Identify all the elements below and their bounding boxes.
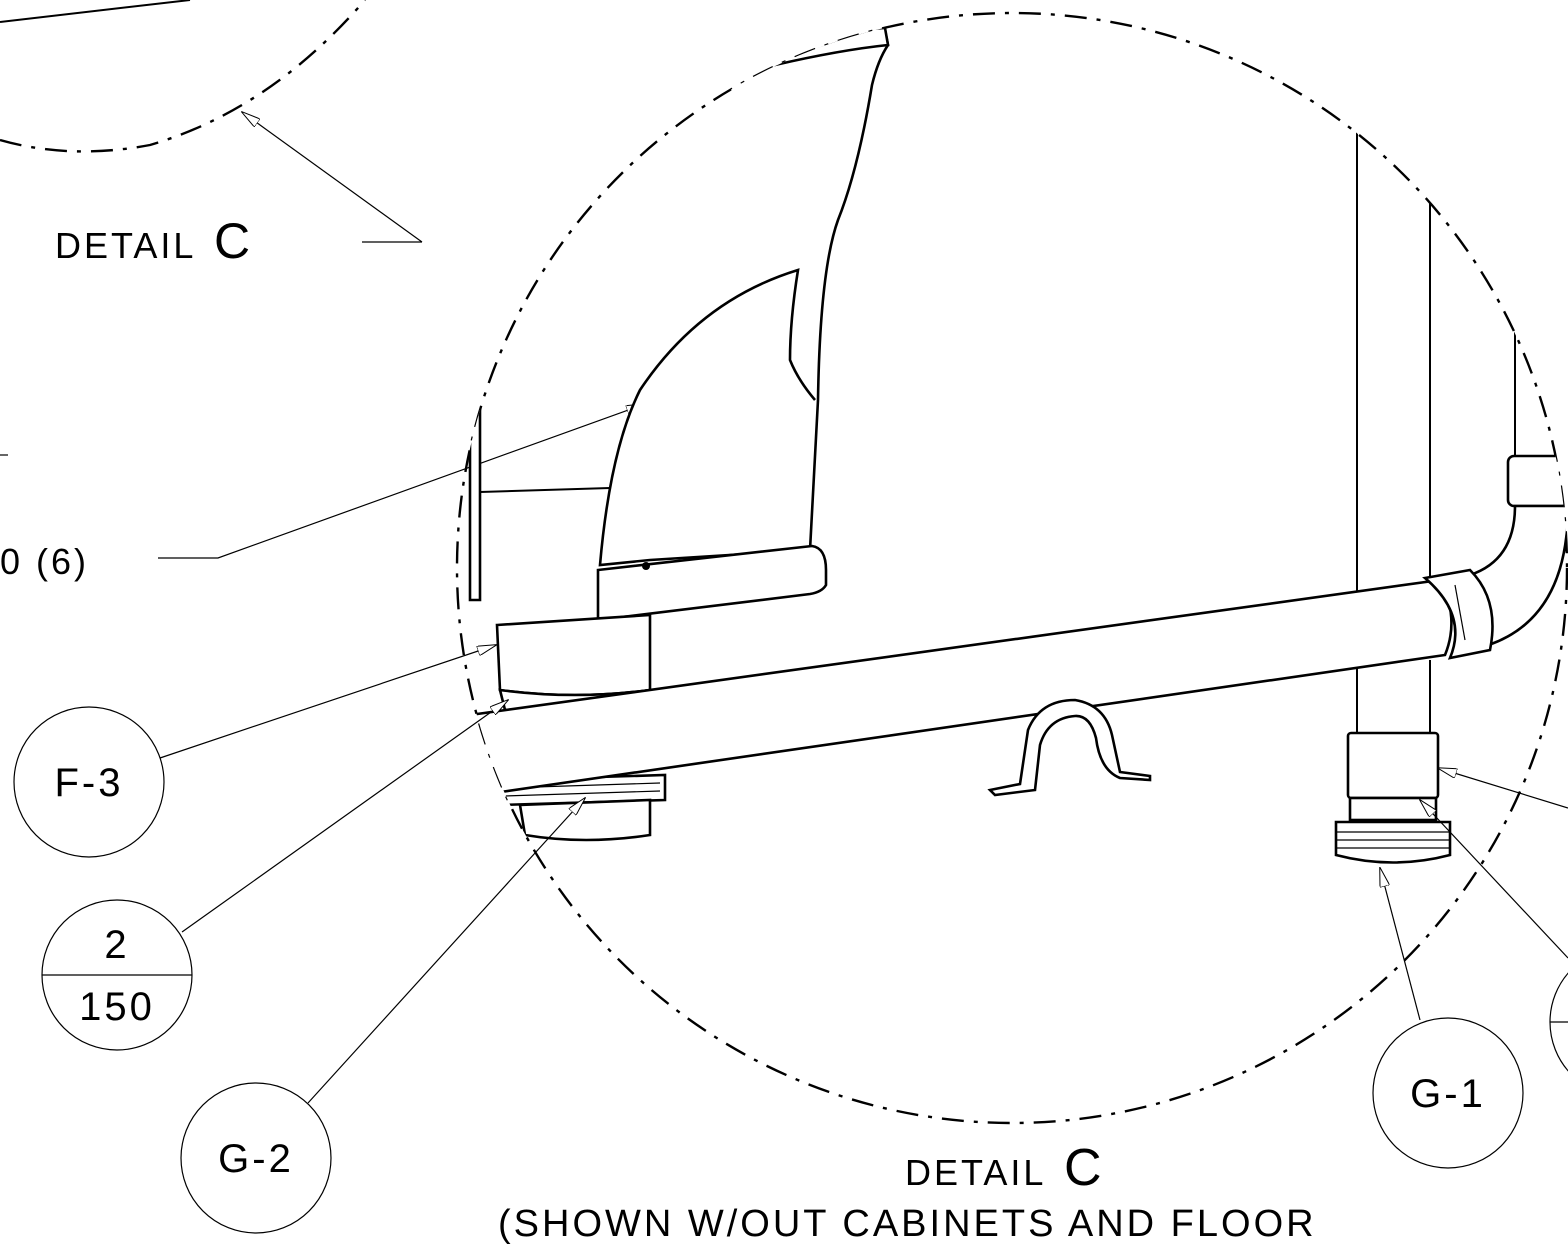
quantity-leader <box>158 404 645 559</box>
balloon-g1-label: G-1 <box>1410 1072 1486 1116</box>
balloon-section-top: 2 <box>104 923 129 967</box>
callout-circle-partial <box>0 0 366 153</box>
partial-quantity-label: 0 (6) <box>0 541 89 582</box>
detail-c-contents <box>468 26 1567 864</box>
leader-f3 <box>159 645 496 759</box>
balloon-g2: G-2 <box>180 1082 332 1234</box>
leader-section-ref <box>181 700 508 933</box>
balloon-partial-right <box>1549 972 1568 1072</box>
detail-note: (SHOWN W/OUT CABINETS AND FLOOR <box>498 1203 1317 1245</box>
leader-g1 <box>1380 868 1421 1021</box>
balloon-f3: F-3 <box>13 706 165 858</box>
leader-right-lower <box>1420 800 1568 959</box>
balloon-g2-label: G-2 <box>218 1137 294 1181</box>
balloon-g1: G-1 <box>1372 1017 1524 1169</box>
detail-c-boundary <box>455 11 1568 1125</box>
detail-title: DETAIL C <box>905 1139 1105 1197</box>
callout-leader <box>242 112 423 243</box>
balloon-section-bottom: 150 <box>79 985 155 1029</box>
leader-g2 <box>307 798 585 1104</box>
leader-right-upper <box>1438 768 1568 809</box>
callout-detail-label: DETAIL C <box>55 213 253 269</box>
balloon-section-ref: 2 150 <box>41 899 193 1051</box>
balloon-f3-label: F-3 <box>55 761 124 805</box>
